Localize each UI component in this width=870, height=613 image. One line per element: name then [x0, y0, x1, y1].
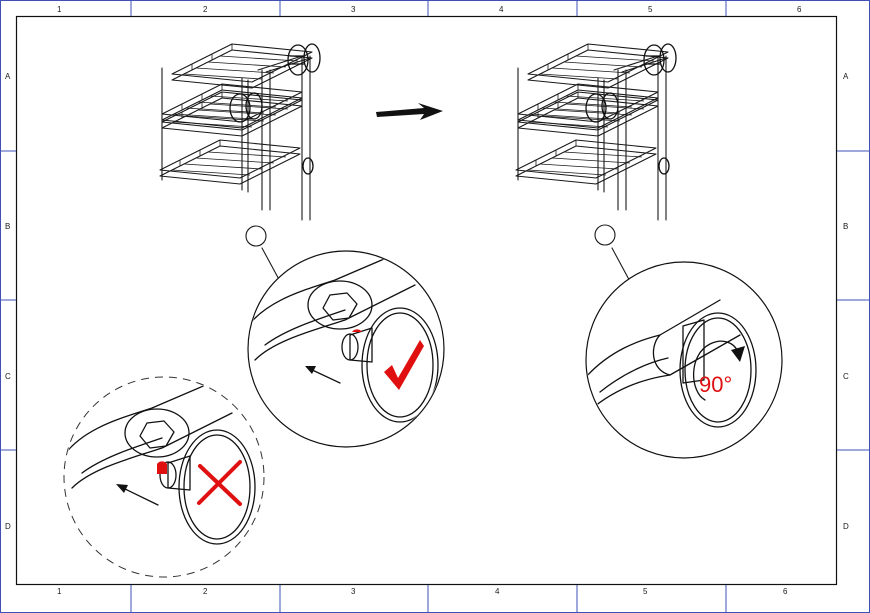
col-label-1: 1	[57, 5, 62, 14]
row-label-c: C	[5, 372, 11, 381]
row-label-b: B	[5, 222, 10, 231]
basket-before	[160, 44, 320, 220]
row-label-d-right: D	[843, 522, 849, 531]
col-label-2-bottom: 2	[203, 587, 208, 596]
rotate-arrow-icon	[693, 340, 739, 401]
row-label-d: D	[5, 522, 11, 531]
cross-mark-icon	[197, 460, 242, 506]
col-label-4-bottom: 4	[495, 587, 500, 596]
detail-correct	[247, 250, 445, 448]
col-label-6: 6	[797, 5, 802, 14]
col-label-4: 4	[499, 5, 504, 14]
detail-rotate: 90°	[585, 261, 783, 459]
col-label-6-bottom: 6	[783, 587, 788, 596]
col-label-2: 2	[203, 5, 208, 14]
col-label-5: 5	[648, 5, 653, 14]
col-label-3-bottom: 3	[351, 587, 356, 596]
col-label-1-bottom: 1	[57, 587, 62, 596]
rotation-angle-label: 90°	[699, 372, 732, 397]
row-label-b-right: B	[843, 222, 848, 231]
row-label-a-right: A	[843, 72, 849, 81]
col-label-5-bottom: 5	[643, 587, 648, 596]
detail-wrong	[63, 376, 265, 578]
col-label-3: 3	[351, 5, 356, 14]
process-arrow	[376, 103, 443, 120]
row-label-a: A	[5, 72, 11, 81]
row-label-c-right: C	[843, 372, 849, 381]
check-mark-icon	[384, 340, 424, 390]
basket-after	[516, 44, 676, 220]
